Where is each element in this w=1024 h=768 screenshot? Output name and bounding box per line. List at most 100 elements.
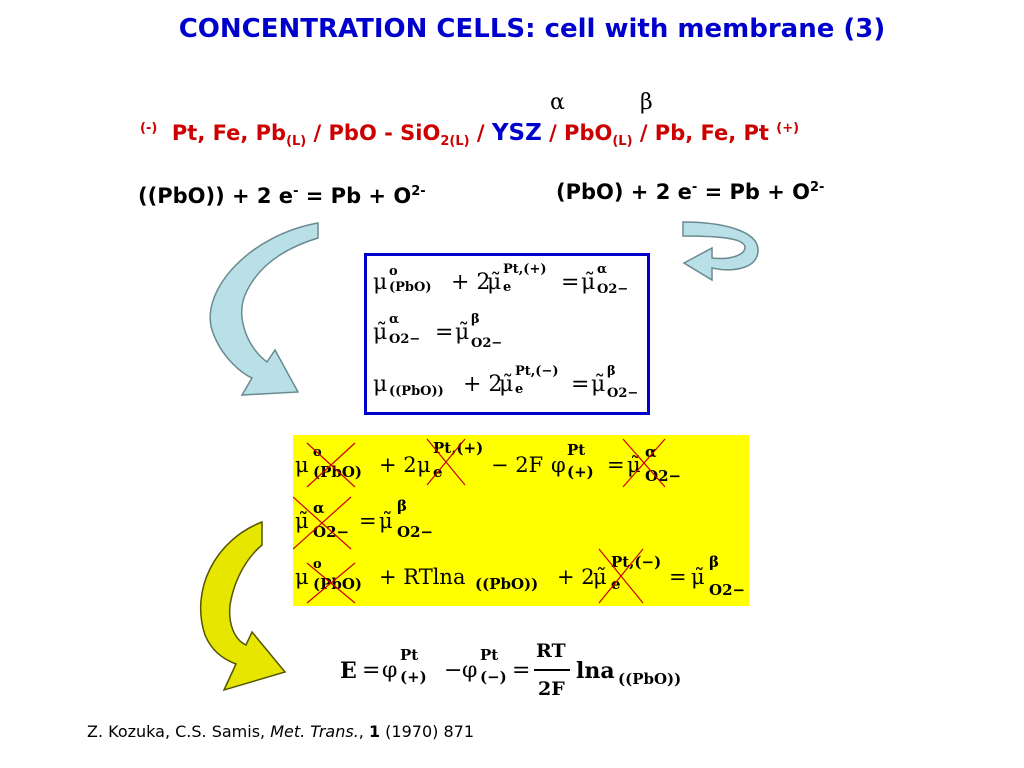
reaction-right-rhs: = Pb + O xyxy=(697,180,810,204)
reaction-left-o-sup: 2- xyxy=(411,184,426,199)
yellow-eq2-rhs-sub: O2− xyxy=(397,523,434,541)
cross-line xyxy=(622,438,666,488)
curved-arrow-yellow-icon xyxy=(200,520,287,692)
reference-volume: 1 xyxy=(368,722,381,741)
reaction-right-e-sup: - xyxy=(691,180,698,195)
emf-phi1: φ xyxy=(382,658,398,683)
box-eq3-mut-sup: Pt,(−) xyxy=(515,364,559,379)
yellow-eq2-rhs-sup: β xyxy=(397,497,407,515)
chemical-potential-box: μ o (PbO) + 2 μ̃ Pt,(+) e = μ̃ α O2− μ̃ … xyxy=(364,253,650,415)
emf-equals-1: = xyxy=(362,658,381,683)
emf-symbol: E xyxy=(340,658,357,684)
box-eq3-mut-sub: e xyxy=(515,382,524,397)
yellow-eq2: μ̃ α O2− = μ̃ β O2− xyxy=(295,497,495,545)
yellow-eq3-mut: μ̃ xyxy=(593,565,607,589)
box-eq1-mut: μ̃ xyxy=(487,270,502,295)
reference-authors: Z. Kozuka, C.S. Samis, xyxy=(87,722,271,741)
cell-right-electrode: / Pb, Fe, Pt xyxy=(632,121,777,145)
emf-ln: lna xyxy=(576,658,615,684)
box-eq2-equals: = xyxy=(435,320,454,345)
cell-sep: / xyxy=(469,121,492,145)
yellow-eq1-mu: μ xyxy=(295,453,309,477)
yellow-eq3-op1: + RTlna xyxy=(379,565,466,589)
emf-phi2: φ xyxy=(462,658,478,683)
box-eq3: μ ((PbO)) + 2 μ̃ Pt,(−) e = μ̃ β O2− xyxy=(373,364,643,408)
reference-journal: Met. Trans. xyxy=(270,722,359,741)
cross-line xyxy=(293,496,352,550)
yellow-eq2-lhs-sup: α xyxy=(313,499,325,517)
box-eq2-lhs-sub: O2− xyxy=(389,332,421,347)
emf-phi1-sup: Pt xyxy=(400,646,419,664)
yellow-eq2-equals: = xyxy=(359,509,377,533)
cell-left-electrode: Pt, Fe, Pb xyxy=(171,121,287,145)
yellow-eq1-phi: φ xyxy=(551,453,566,477)
box-eq2-rhs-sub: O2− xyxy=(471,336,503,351)
box-eq2-lhs: μ̃ xyxy=(373,320,388,345)
cell-right-sub: (L) xyxy=(612,134,633,150)
yellow-eq1-mu-sub: (PbO) xyxy=(313,463,363,481)
reaction-left-lhs: ((PbO)) + 2 e xyxy=(138,184,294,208)
emf-phi1-sub: (+) xyxy=(400,668,427,686)
reference-citation: Z. Kozuka, C.S. Samis, Met. Trans., 1 (1… xyxy=(87,722,474,741)
yellow-eq3-rhs-sub: O2− xyxy=(709,581,746,599)
yellow-eq3-a-sub: ((PbO)) xyxy=(475,575,539,593)
box-eq1-rhs: μ̃ xyxy=(581,270,596,295)
cancellation-box: μ o (PbO) + 2 μ Pt,(+) e − 2F φ Pt (+) =… xyxy=(293,435,749,606)
yellow-eq3-mu-sup: o xyxy=(313,557,322,572)
yellow-eq2-lhs-sub: O2− xyxy=(313,523,350,541)
yellow-eq1-op2: − 2F xyxy=(491,453,544,477)
alpha-label: α xyxy=(550,90,565,115)
emf-phi2-sub: (−) xyxy=(480,668,507,686)
yellow-eq3-equals: = xyxy=(669,565,687,589)
box-eq1-mu: μ xyxy=(373,270,388,295)
box-eq1-mu-sub: (PbO) xyxy=(389,280,432,295)
beta-label: β xyxy=(640,90,653,115)
box-eq3-mu-sub: ((PbO)) xyxy=(389,384,444,399)
box-eq3-rhs-sup: β xyxy=(607,364,616,379)
yellow-eq3-mut-sub: e xyxy=(611,575,621,593)
yellow-eq1-rhs-sup: α xyxy=(645,443,657,461)
reaction-left-rhs: = Pb + O xyxy=(298,184,412,208)
reaction-right-o-sup: 2- xyxy=(809,180,825,195)
reference-year-page: (1970) 871 xyxy=(380,722,475,741)
yellow-eq3-op2: + 2 xyxy=(557,565,595,589)
box-eq1-rhs-sub: O2− xyxy=(597,282,629,297)
yellow-eq3-mut-sup: Pt,(−) xyxy=(611,553,662,571)
box-eq1-mut-sub: e xyxy=(503,280,512,295)
box-eq1-equals: = xyxy=(561,270,580,295)
cross-line xyxy=(306,442,356,488)
reaction-left: ((PbO)) + 2 e- = Pb + O2- xyxy=(138,184,426,208)
yellow-eq3-mu: μ xyxy=(295,565,309,589)
cross-line xyxy=(598,548,644,604)
cell-right-oxide: / PbO xyxy=(541,121,613,145)
yellow-eq3-rhs: μ̃ xyxy=(691,565,705,589)
reaction-right-lhs: (PbO) + 2 e xyxy=(556,180,692,204)
reaction-right: (PbO) + 2 e- = Pb + O2- xyxy=(556,180,824,204)
yellow-eq1-phi-sup: Pt xyxy=(567,441,586,459)
yellow-eq2-lhs: μ̃ xyxy=(295,509,309,533)
yellow-eq3-rhs-sup: β xyxy=(709,553,719,571)
curved-arrow-right-icon xyxy=(682,221,759,282)
yellow-eq1-mu2: μ xyxy=(417,453,431,477)
cell-left-sub: (L) xyxy=(286,134,307,150)
negative-terminal-sign: (-) xyxy=(140,121,158,136)
reference-comma: , xyxy=(358,722,369,741)
page-title: CONCENTRATION CELLS: cell with membrane … xyxy=(178,14,886,44)
box-eq2-rhs-sup: β xyxy=(471,312,480,327)
cell-left-slag: / PbO - SiO xyxy=(306,121,441,145)
cross-line xyxy=(306,562,356,604)
emf-minus: − xyxy=(444,658,463,683)
curved-arrow-left-icon xyxy=(209,222,319,396)
positive-terminal-sign: (+) xyxy=(776,121,800,136)
yellow-eq1-op1: + 2 xyxy=(379,453,417,477)
cell-notation: (-) Pt, Fe, Pb(L) / PbO - SiO2(L) / YSZ … xyxy=(140,120,799,149)
emf-equals-2: = xyxy=(512,658,531,683)
emf-fraction-numerator: RT xyxy=(536,640,566,662)
box-eq1: μ o (PbO) + 2 μ̃ Pt,(+) e = μ̃ α O2− xyxy=(373,262,643,302)
box-eq1-mut-sup: Pt,(+) xyxy=(503,262,547,277)
cell-slag-sub: 2(L) xyxy=(440,134,470,150)
reaction-left-e-sup: - xyxy=(293,184,299,199)
emf-equation: E = φ Pt (+) − φ Pt (−) = RT 2F lna ((Pb… xyxy=(340,640,700,710)
cross-line xyxy=(426,438,466,486)
